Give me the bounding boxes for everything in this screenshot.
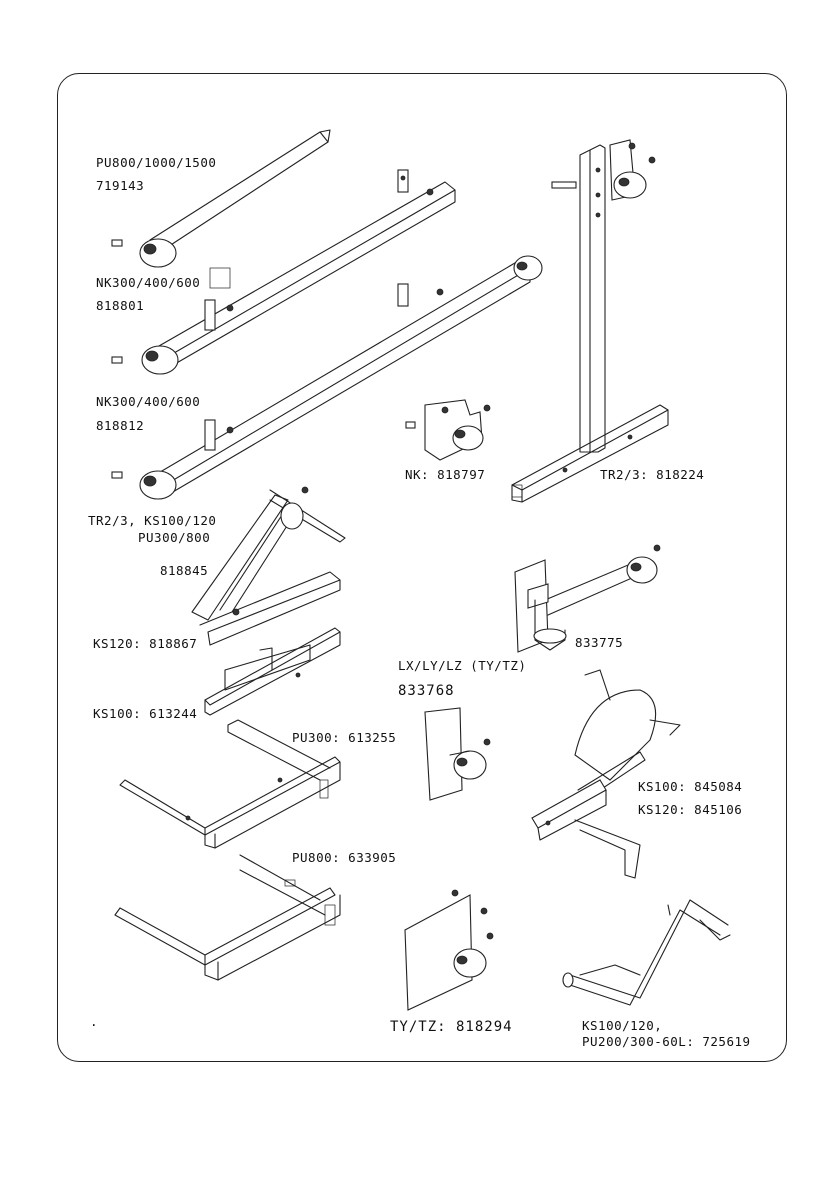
stand-818224 <box>512 140 668 502</box>
label-818845: 818845 <box>160 565 208 578</box>
label-nk2: NK300/400/600 <box>96 396 200 409</box>
label-833768: 833768 <box>398 684 455 698</box>
support-818845 <box>192 487 345 645</box>
label-633905: PU800: 633905 <box>292 852 396 865</box>
label-pu-top: PU800/1000/1500 <box>96 157 216 170</box>
label-lx-ly-lz: LX/LY/LZ (TY/TZ) <box>398 660 526 673</box>
label-818797: NK: 818797 <box>405 469 485 482</box>
stray-dot: . <box>90 1016 98 1029</box>
label-613244: KS100: 613244 <box>93 708 197 721</box>
arm-818812 <box>112 256 542 499</box>
tube-725619 <box>563 900 730 1005</box>
label-818812: 818812 <box>96 420 144 433</box>
profile-613244 <box>205 628 340 715</box>
label-818294: TY/TZ: 818294 <box>390 1020 513 1034</box>
arm-719143 <box>112 130 330 267</box>
label-833775: 833775 <box>575 637 623 650</box>
label-ks100-120: KS100/120, <box>582 1020 662 1033</box>
label-818224: TR2/3: 818224 <box>600 469 704 482</box>
label-613255: PU300: 613255 <box>292 732 396 745</box>
frame-633905 <box>115 855 340 980</box>
plate-833768 <box>425 708 490 800</box>
label-719143: 719143 <box>96 180 144 193</box>
label-nk1: NK300/400/600 <box>96 277 200 290</box>
bracket-818797 <box>406 400 490 460</box>
plate-818294 <box>405 890 493 1010</box>
label-725619: PU200/300-60L: 725619 <box>582 1036 751 1049</box>
label-818867: KS120: 818867 <box>93 638 197 651</box>
label-pu300-800: PU300/800 <box>138 532 210 545</box>
label-845106: KS120: 845106 <box>638 804 742 817</box>
saddle-845084 <box>532 670 680 878</box>
label-845084: KS100: 845084 <box>638 781 742 794</box>
label-tr-ks: TR2/3, KS100/120 <box>88 515 216 528</box>
label-818801: 818801 <box>96 300 144 313</box>
